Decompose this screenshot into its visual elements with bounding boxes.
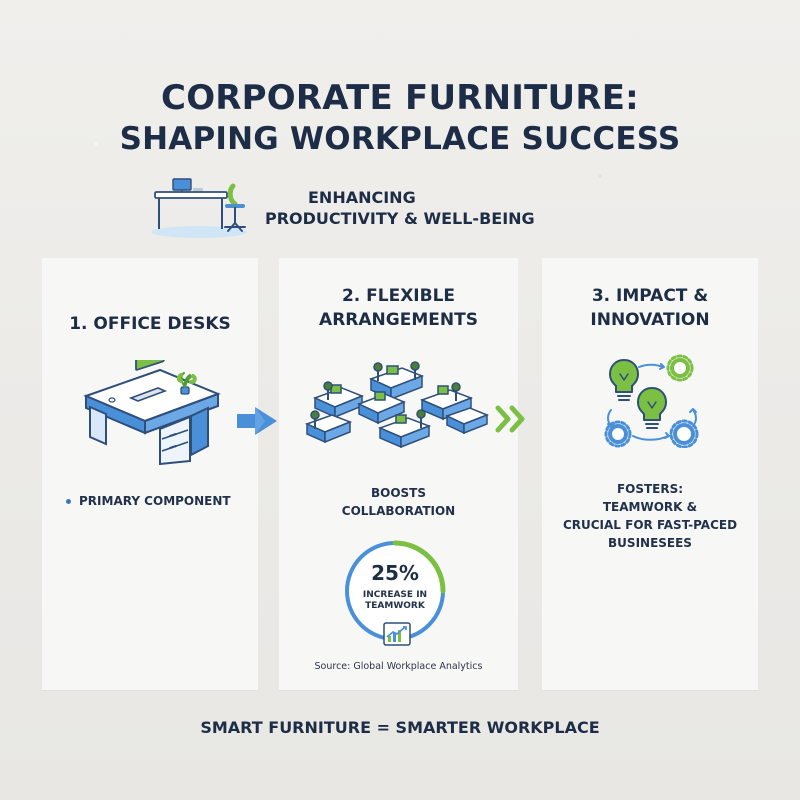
card-heading-flexible-line-2: ARRANGEMENTS bbox=[319, 310, 478, 330]
stat-label-line-1: INCREASE IN bbox=[362, 590, 428, 600]
impact-innovation-card: 3. IMPACT & INNOVATION FOSTERS: bbox=[542, 258, 758, 690]
stat-value: 25% bbox=[371, 561, 419, 585]
subtitle-line-2: PRODUCTIVITY & WELL-BEING bbox=[265, 209, 535, 228]
card-heading-flexible-line-1: 2. FLEXIBLE bbox=[341, 286, 456, 306]
source-note: Source: Global Workplace Analytics bbox=[314, 661, 483, 672]
flexible-body-line-1: BOOSTS bbox=[370, 486, 427, 500]
impact-body-line-4: BUSINESEES bbox=[608, 536, 692, 550]
teamwork-stat-circle: 25% INCREASE IN TEAMWORK bbox=[339, 535, 451, 647]
stat-label-line-2: TEAMWORK bbox=[365, 601, 425, 611]
card-heading-impact-line-1: 3. IMPACT & bbox=[591, 286, 709, 306]
page-title-line-1: CORPORATE FURNITURE: bbox=[161, 78, 639, 118]
office-desks-card: 1. OFFICE DESKS PRIMARY COMPONENT bbox=[42, 258, 258, 690]
impact-body-line-1: FOSTERS: bbox=[616, 482, 684, 496]
primary-component-bullet: PRIMARY COMPONENT bbox=[66, 494, 231, 508]
page-title-line-2: SHAPING WORKPLACE SUCCESS bbox=[119, 121, 681, 157]
card-heading-office-desks: 1. OFFICE DESKS bbox=[69, 314, 231, 334]
flexible-body-line-2: COLLABORATION bbox=[341, 504, 456, 518]
subtitle-line-1: ENHANCING bbox=[308, 188, 416, 207]
flexible-arrangements-card: 2. FLEXIBLE ARRANGEMENTS bbox=[279, 258, 518, 690]
bullet-text: PRIMARY COMPONENT bbox=[79, 494, 231, 508]
growth-chart-icon bbox=[383, 622, 411, 646]
footer-tagline: SMART FURNITURE = SMARTER WORKPLACE bbox=[200, 718, 600, 737]
bullet-dot-icon bbox=[66, 498, 71, 504]
impact-body-line-3: CRUCIAL FOR FAST-PACED bbox=[562, 518, 738, 532]
office-desk-icon bbox=[83, 360, 221, 465]
flexible-workspace-icon bbox=[304, 361, 490, 449]
card-heading-impact-line-2: INNOVATION bbox=[590, 310, 710, 330]
innovation-gears-icon bbox=[604, 354, 699, 448]
impact-body-line-2: TEAMWORK & bbox=[602, 500, 698, 514]
double-chevron-icon bbox=[495, 405, 525, 433]
right-arrow-icon bbox=[237, 407, 277, 435]
workstation-icon bbox=[151, 178, 247, 238]
